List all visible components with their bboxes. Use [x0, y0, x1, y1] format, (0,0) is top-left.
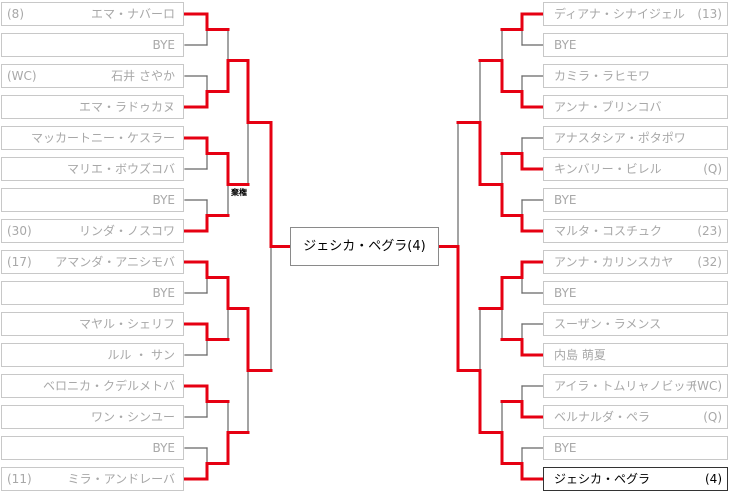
player-entry-left: マリエ・ボウズコバ [1, 157, 184, 181]
player-name: マヤル・シェリフ [78, 317, 175, 331]
champion-box: ジェシカ・ペグラ(4) [290, 227, 439, 266]
player-name: カミラ・ラヒモワ [554, 69, 651, 83]
player-entry-left: (WC) 石井 さやか [1, 64, 184, 88]
player-entry-right: スーザン・ラメンス [543, 312, 728, 336]
player-name: ワン・シンユー [90, 410, 175, 424]
player-name: ディアナ・シナイジェル [554, 7, 685, 21]
player-name: アンナ・カリンスカヤ [554, 255, 674, 269]
player-name: BYE [554, 38, 577, 52]
player-entry-right: BYE [543, 436, 728, 460]
player-name: 石井 さやか [111, 69, 175, 83]
player-entry-left: (17) アマンダ・アニシモバ [1, 250, 184, 274]
player-entry-left: マヤル・シェリフ [1, 312, 184, 336]
player-name: マルタ・コスチュク [554, 224, 663, 238]
player-entry-left: (30) リンダ・ノスコワ [1, 219, 184, 243]
player-name: BYE [554, 441, 577, 455]
player-seed: (4) [705, 472, 722, 486]
player-entry-right: 内島 萌夏 [543, 343, 728, 367]
player-seed: (WC) [692, 379, 722, 393]
player-name: アマンダ・アニシモバ [55, 255, 175, 269]
player-entry-left: ベロニカ・クデルメトバ [1, 374, 184, 398]
player-seed: (23) [697, 224, 722, 238]
player-entry-right: (WC)アイラ・トムリャノビッチ [543, 374, 728, 398]
player-entry-left: BYE [1, 33, 184, 57]
player-name: アンナ・ブリンコバ [554, 100, 662, 114]
player-entry-right: BYE [543, 188, 728, 212]
player-name: マッカートニー・ケスラー [30, 131, 175, 145]
player-entry-left: BYE [1, 281, 184, 305]
player-name: ルル ・ サン [107, 348, 175, 362]
player-seed: (WC) [7, 69, 37, 83]
player-name: キンバリー・ビレル [554, 162, 662, 176]
player-name: BYE [152, 193, 176, 207]
player-name: リンダ・ノスコワ [78, 224, 175, 238]
player-entry-right: (23) マルタ・コスチュク [543, 219, 728, 243]
player-name: BYE [152, 441, 176, 455]
player-name: BYE [152, 38, 176, 52]
player-entry-right: カミラ・ラヒモワ [543, 64, 728, 88]
player-entry-right: アンナ・ブリンコバ [543, 95, 728, 119]
player-entry-left: ルル ・ サン [1, 343, 184, 367]
player-name: BYE [554, 193, 577, 207]
player-seed: (13) [697, 7, 722, 21]
player-name: BYE [554, 286, 577, 300]
player-name: アイラ・トムリャノビッチ [554, 379, 698, 393]
player-entry-left: ワン・シンユー [1, 405, 184, 429]
player-name: ジェシカ・ペグラ [554, 472, 651, 486]
player-seed: (11) [7, 472, 32, 486]
player-entry-right: BYE [543, 281, 728, 305]
player-name: 内島 萌夏 [554, 348, 606, 362]
player-entry-left: (8) エマ・ナバーロ [1, 2, 184, 26]
player-entry-right: (4) ジェシカ・ペグラ [543, 467, 728, 491]
player-entry-right: (13) ディアナ・シナイジェル [543, 2, 728, 26]
player-seed: (30) [7, 224, 32, 238]
player-entry-left: マッカートニー・ケスラー [1, 126, 184, 150]
player-name: エマ・ナバーロ [90, 7, 175, 21]
player-entry-right: BYE [543, 33, 728, 57]
retirement-note: 棄権 [231, 188, 247, 197]
player-name: マリエ・ボウズコバ [66, 162, 175, 176]
player-name: BYE [152, 286, 176, 300]
player-seed: (Q) [703, 410, 722, 424]
player-name: アナスタシア・ポタポワ [554, 131, 686, 145]
player-seed: (32) [697, 255, 722, 269]
player-name: ベロニカ・クデルメトバ [42, 379, 175, 393]
player-name: エマ・ラドゥカヌ [78, 100, 175, 114]
player-entry-left: BYE [1, 188, 184, 212]
player-seed: (17) [7, 255, 32, 269]
player-name: スーザン・ラメンス [554, 317, 662, 331]
player-entry-right: (32) アンナ・カリンスカヤ [543, 250, 728, 274]
player-entry-right: (Q) キンバリー・ビレル [543, 157, 728, 181]
player-name: ベルナルダ・ペラ [554, 410, 651, 424]
player-entry-left: (11) ミラ・アンドレーバ [1, 467, 184, 491]
player-seed: (Q) [703, 162, 722, 176]
player-entry-right: アナスタシア・ポタポワ [543, 126, 728, 150]
player-name: ミラ・アンドレーバ [67, 472, 175, 486]
player-entry-left: BYE [1, 436, 184, 460]
player-seed: (8) [7, 7, 24, 21]
player-entry-left: エマ・ラドゥカヌ [1, 95, 184, 119]
player-entry-right: (Q) ベルナルダ・ペラ [543, 405, 728, 429]
